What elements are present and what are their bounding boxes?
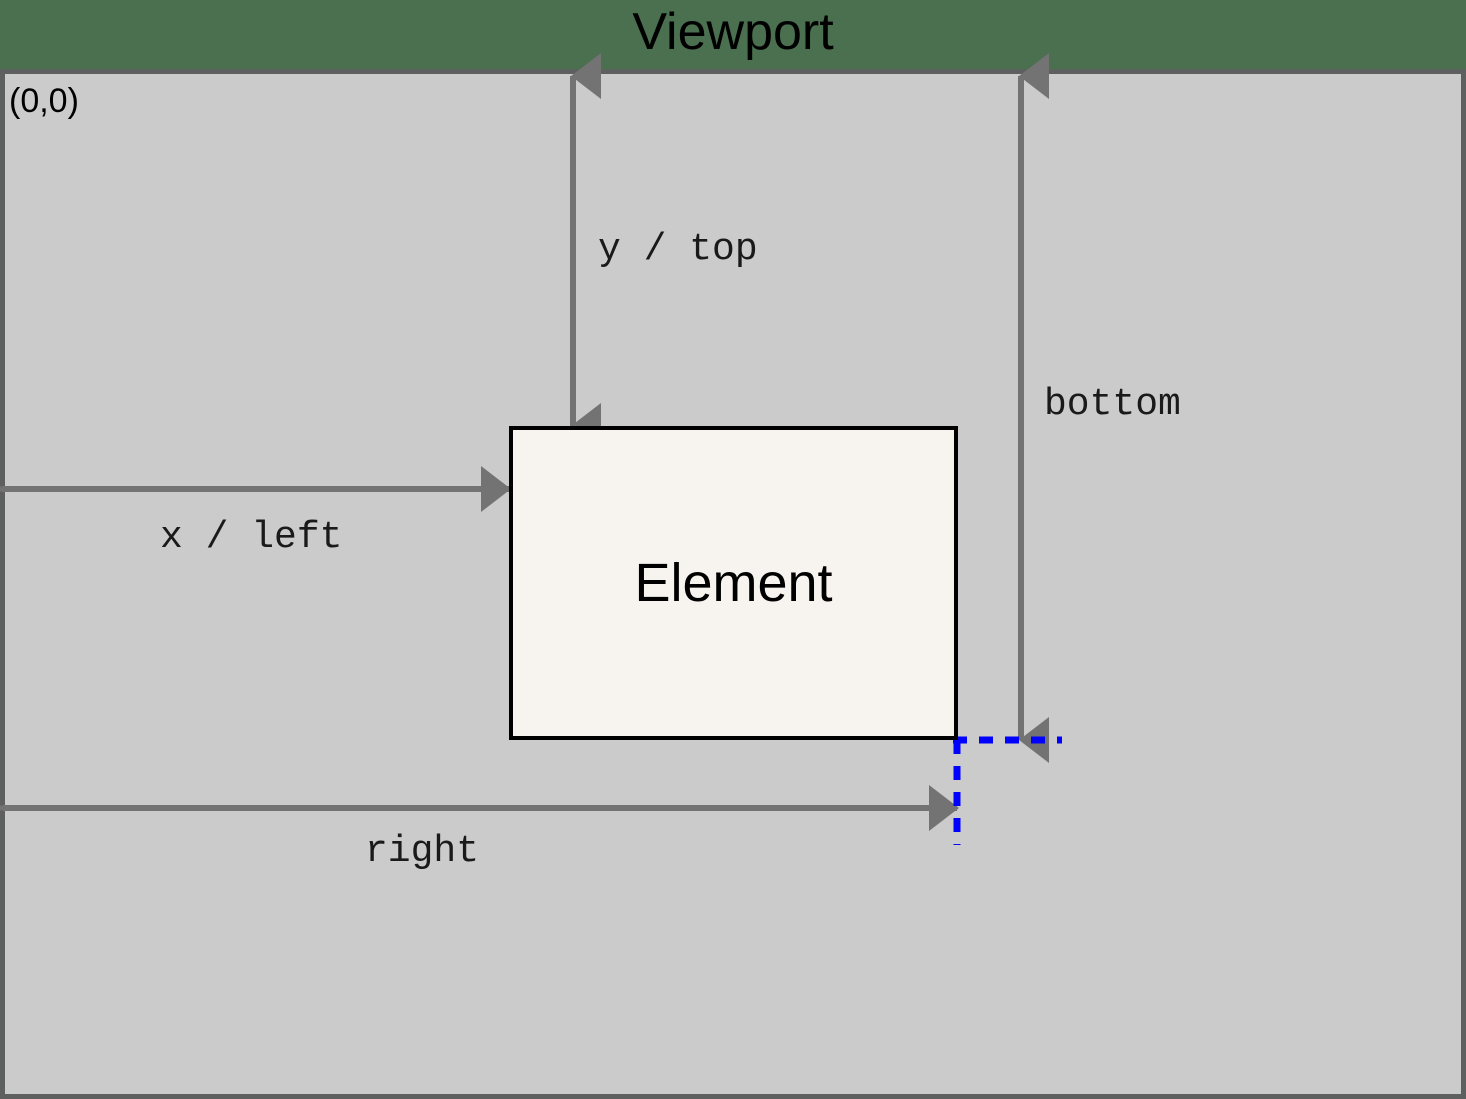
origin-coordinate-label: (0,0) <box>9 82 79 120</box>
label-bottom: bottom <box>1044 383 1181 426</box>
element-box <box>509 426 958 740</box>
viewport-title: Viewport <box>632 3 834 61</box>
viewport-region <box>0 69 1466 1099</box>
element-label: Element <box>634 553 833 613</box>
label-right: right <box>365 830 480 873</box>
viewport-header-bar <box>0 0 1466 69</box>
label-x-left: x / left <box>160 516 343 559</box>
label-y-top: y / top <box>598 228 758 271</box>
